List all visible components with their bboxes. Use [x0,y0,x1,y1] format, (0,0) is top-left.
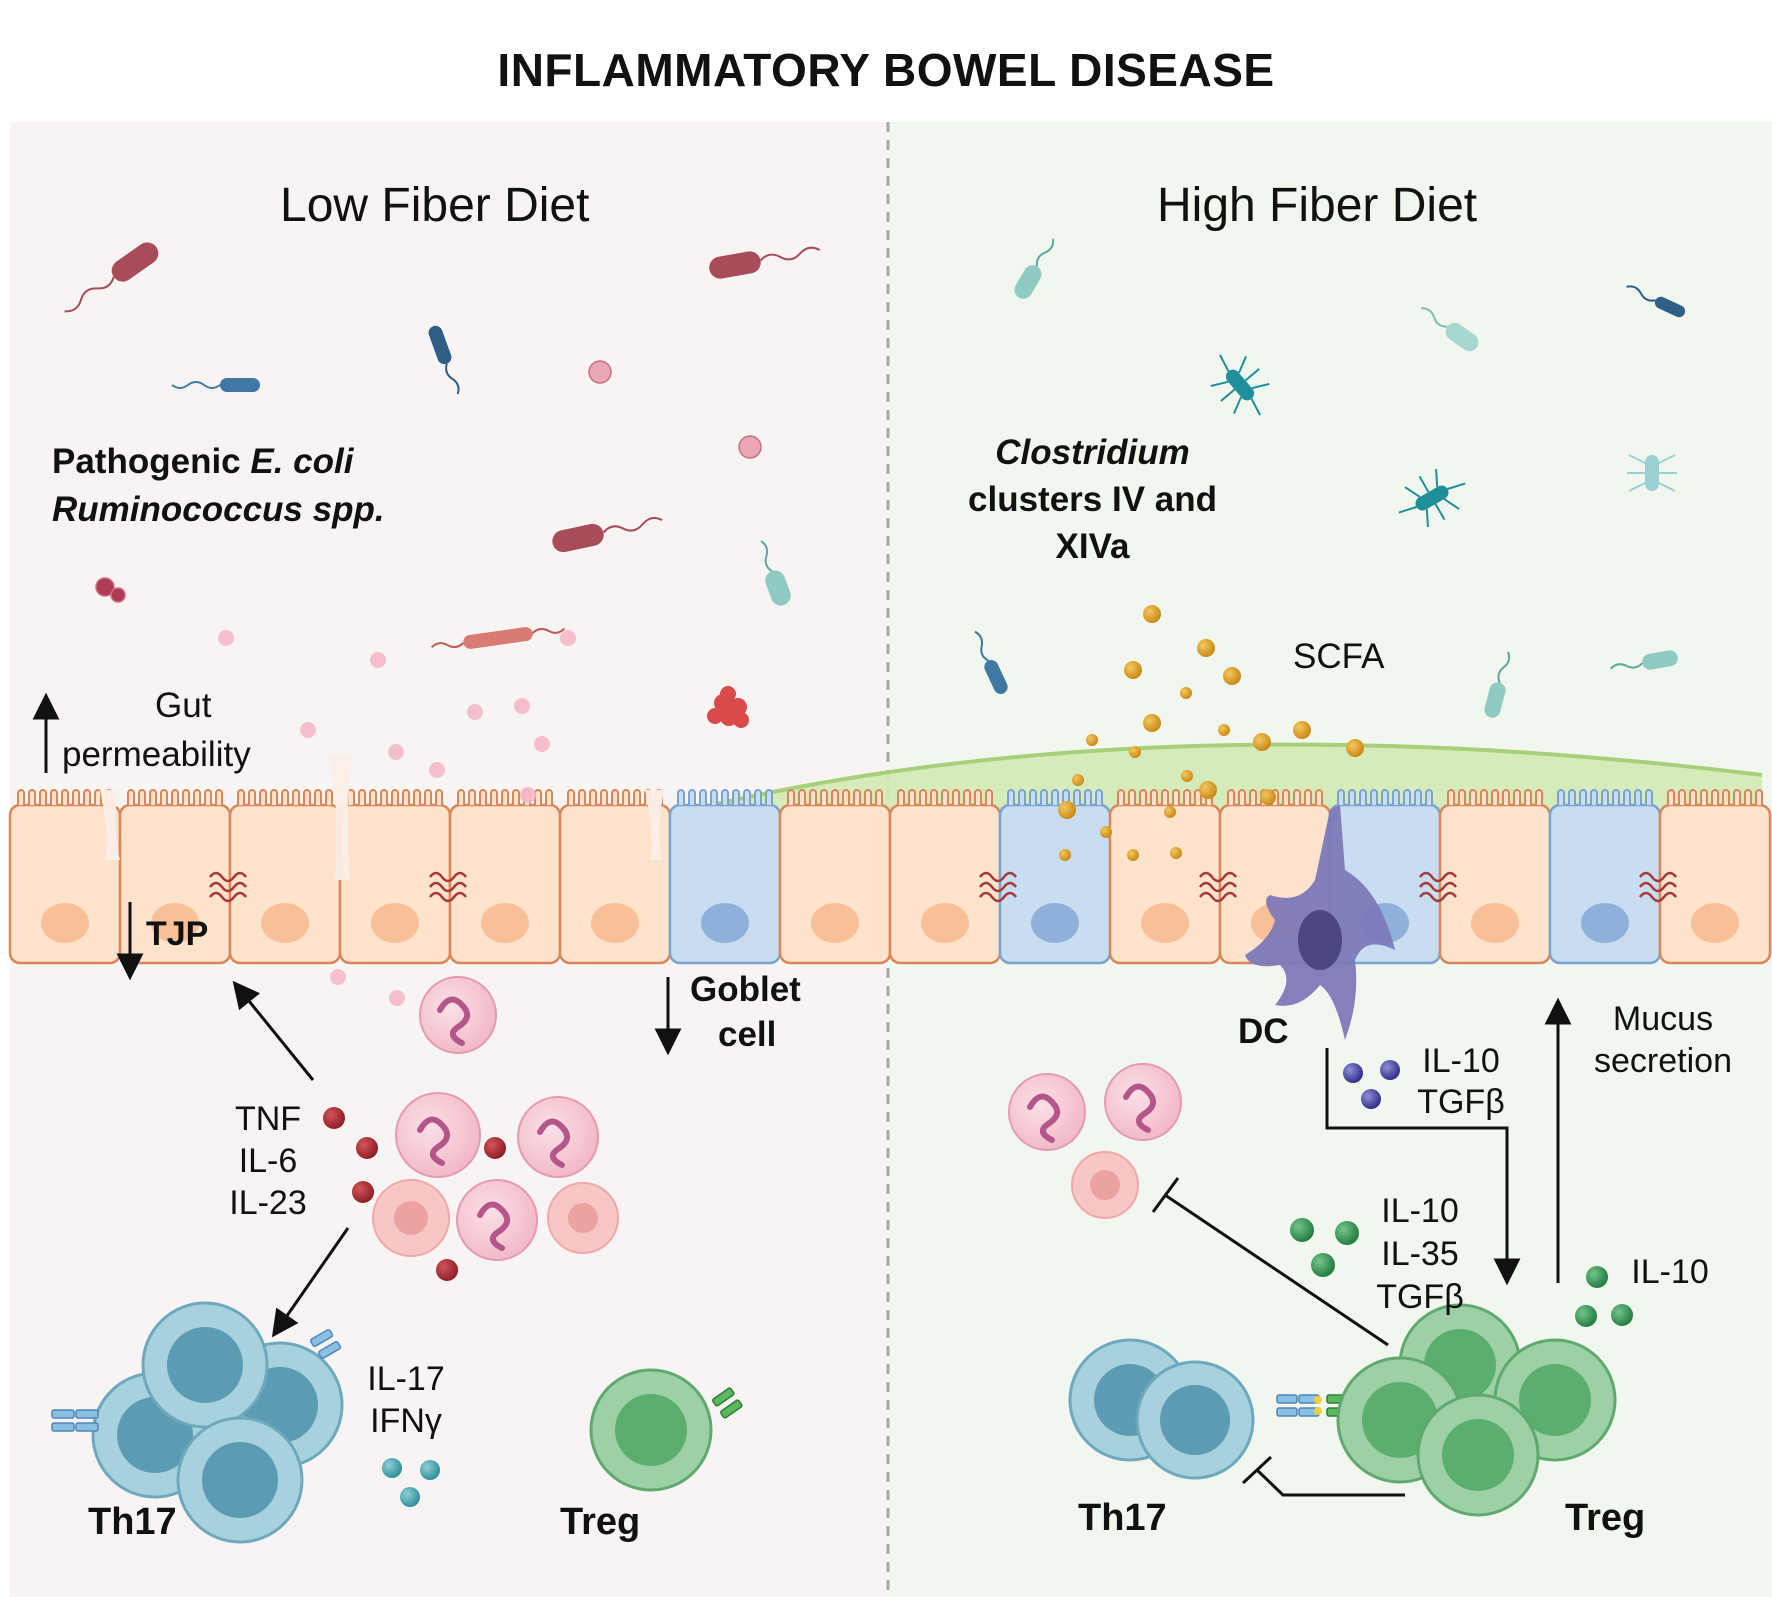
microvilli [457,789,553,805]
microvilli [1667,789,1763,805]
neutrophils-right [1008,1063,1182,1151]
gut-permeability-line2: permeability [62,735,251,774]
th17-cytokines [382,1458,440,1507]
cocci-cluster [707,686,749,728]
th17-cluster-left [51,1301,344,1544]
microvilli [127,789,223,805]
clostridium-label-line1: Clostridium [995,433,1190,472]
cytokine-il6: IL-6 [238,1142,298,1180]
goblet-cell-line2: cell [718,1015,777,1054]
commensal-bacteria [974,238,1686,718]
microvilli [1117,789,1213,805]
cytokine-il17: IL-17 [367,1360,445,1398]
cell-nucleus [1141,903,1189,943]
right-panel-heading: High Fiber Diet [1157,179,1478,232]
inhibit-treg-to-neutrophils [1164,1193,1389,1347]
arrow-dc-to-treg [1325,1048,1521,1286]
il10-right-label: IL-10 [1631,1253,1709,1291]
cell-nucleus [41,903,89,943]
cytokine-il23: IL-23 [229,1184,307,1222]
arrows [32,692,1572,1497]
microvilli [1557,789,1653,805]
epithelium [8,789,1772,965]
mucus-secretion-line1: Mucus [1612,1000,1714,1038]
cell-nucleus [1581,903,1629,943]
treg-label-right: Treg [1565,1497,1646,1539]
cell-nucleus [591,903,639,943]
microvilli [677,789,773,805]
th17-label-left: Th17 [88,1501,177,1543]
th17-cluster-right [1068,1338,1255,1480]
dc-cytokine-tgfb: TGFβ [1417,1083,1505,1121]
scfa-particles [1058,605,1364,861]
microvilli [1337,789,1433,805]
cytokine-ifng: IFNγ [370,1402,442,1440]
treg-cytokine-tgfb: TGFβ [1376,1278,1464,1316]
treg-cytokine-il10: IL-10 [1381,1192,1459,1230]
mucus-secretion-line2: secretion [1594,1042,1732,1080]
scfa-label: SCFA [1293,637,1385,676]
clostridium-label-line3: XIVa [1055,527,1130,566]
microvilli [237,789,333,805]
microvilli [787,789,883,805]
translocating-particles [218,630,576,1006]
cell-nucleus [371,903,419,943]
epithelial-gaps [100,755,664,880]
gut-permeability-line1: Gut [155,686,212,725]
dc-cytokines [1343,1060,1400,1109]
microvilli [1447,789,1543,805]
microvilli [17,789,113,805]
neutrophils-left [395,976,599,1261]
th17-label-right: Th17 [1078,1497,1167,1539]
neutrophil-nuclei-left [417,996,571,1251]
microvilli [897,789,993,805]
clostridium-label-line2: clusters IV and [968,480,1217,519]
inflammatory-cytokines [323,1107,506,1281]
page-title: INFLAMMATORY BOWEL DISEASE [497,44,1275,96]
inhibit-treg-to-th17 [1255,1468,1405,1497]
tjp-label: TJP [146,915,209,953]
arrow-cytokines-to-epithelium [232,980,315,1081]
goblet-cell-line1: Goblet [690,970,801,1009]
pathogen-label-line2: Ruminococcus spp. [52,490,385,529]
microvilli [567,789,663,805]
dc-cytokine-il10: IL-10 [1422,1042,1500,1080]
treg-left [589,1368,743,1492]
arrow-cytokines-to-th17 [271,1227,350,1338]
tight-junctions [209,871,1677,903]
treg-label-left: Treg [560,1501,641,1543]
cytokine-tnf: TNF [234,1100,302,1138]
treg-cytokines [1290,1218,1633,1327]
cell-nucleus [481,903,529,943]
microvilli [1007,789,1103,805]
cell-nucleus [921,903,969,943]
cell-nucleus [151,903,199,943]
left-panel-heading: Low Fiber Diet [280,179,590,232]
virus-particles [95,360,762,603]
pathogen-label-line1: Pathogenic E. coli [52,442,354,481]
pathogenic-bacteria [64,242,821,728]
dendritic-cell [1245,805,1395,1040]
cell-nucleus [1691,903,1739,943]
cell-nucleus [811,903,859,943]
dc-label: DC [1238,1012,1289,1051]
treg-cluster-right [1336,1303,1617,1517]
treg-cytokine-il35: IL-35 [1381,1235,1459,1273]
microvilli [347,789,443,805]
cell-nucleus [1471,903,1519,943]
cell-nucleus [1031,903,1079,943]
cell-nucleus [261,903,309,943]
cell-nucleus [701,903,749,943]
